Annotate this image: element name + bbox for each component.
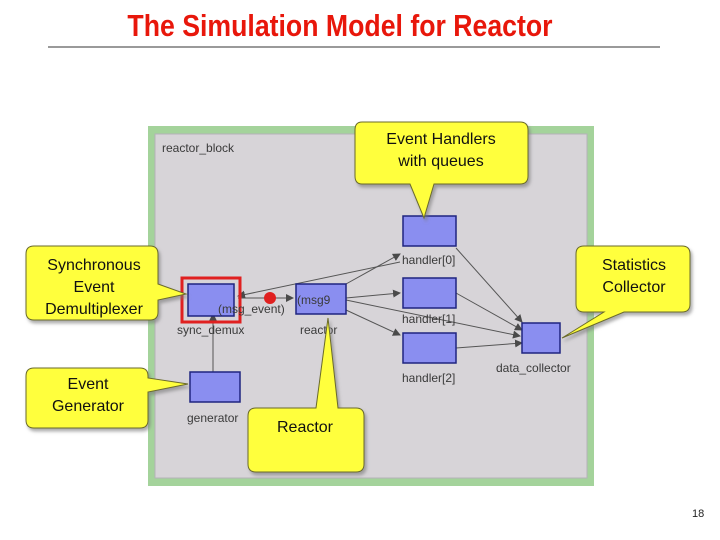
callout-event-generator xyxy=(25,367,189,429)
handler2-label: handler[2] xyxy=(402,371,455,385)
handler1-label: handler[1] xyxy=(402,312,455,326)
callout-demux-line2: Event xyxy=(74,279,115,296)
callout-generator-line1: Event xyxy=(68,376,109,393)
callout-generator-line2: Generator xyxy=(52,398,125,415)
callout-sync-demux xyxy=(25,245,188,321)
callout-reactor-text: Reactor xyxy=(277,419,334,436)
handler0-label: handler[0] xyxy=(402,253,455,267)
block-label: reactor_block xyxy=(162,141,235,155)
edge-handler0-collector xyxy=(455,247,523,323)
page-number: 18 xyxy=(692,508,705,520)
edge-handler1-collector xyxy=(455,292,523,331)
callout-event-handlers xyxy=(354,121,529,220)
callout-handlers-line1: Event Handlers xyxy=(386,131,495,148)
edge-reactor-handler2 xyxy=(345,309,401,336)
slide-title: The Simulation Model for Reactor xyxy=(127,8,553,43)
callout-demux-line1: Synchronous xyxy=(47,257,140,274)
node-data-collector[interactable] xyxy=(521,322,561,354)
edge-handler0-demux-long xyxy=(237,261,401,299)
node-generator[interactable] xyxy=(189,371,241,403)
edge-reactor-handler0 xyxy=(345,253,401,285)
edge-label-msg-event: (msg_event) xyxy=(218,302,285,316)
edge-label-msg9: (msg9 xyxy=(297,293,331,307)
node-sync-demux[interactable] xyxy=(180,276,242,324)
title-underline xyxy=(48,46,660,48)
edge-reactor-handler1 xyxy=(345,289,401,299)
event-port-dot xyxy=(264,292,276,304)
generator-label: generator xyxy=(187,411,238,425)
reactor-label: reactor xyxy=(300,323,337,337)
callout-handlers-line2: with queues xyxy=(397,153,483,170)
sync-demux-label: sync_demux xyxy=(177,323,244,337)
callout-demux-line3: Demultiplexer xyxy=(45,301,143,318)
node-handler1[interactable] xyxy=(402,277,457,309)
callout-stats-line1: Statistics xyxy=(602,257,666,274)
callout-reactor xyxy=(247,317,365,473)
diagram-edges xyxy=(209,247,523,372)
callout-statistics xyxy=(561,245,691,339)
node-handler2[interactable] xyxy=(402,332,457,364)
node-handler0[interactable] xyxy=(402,215,457,247)
callout-stats-line2: Collector xyxy=(602,279,666,296)
edge-handler2-collector xyxy=(455,339,523,349)
data-collector-label: data_collector xyxy=(496,361,571,375)
demux-highlight xyxy=(180,276,242,324)
edge-reactor-collector-long xyxy=(345,299,521,339)
node-reactor[interactable] xyxy=(295,283,347,315)
